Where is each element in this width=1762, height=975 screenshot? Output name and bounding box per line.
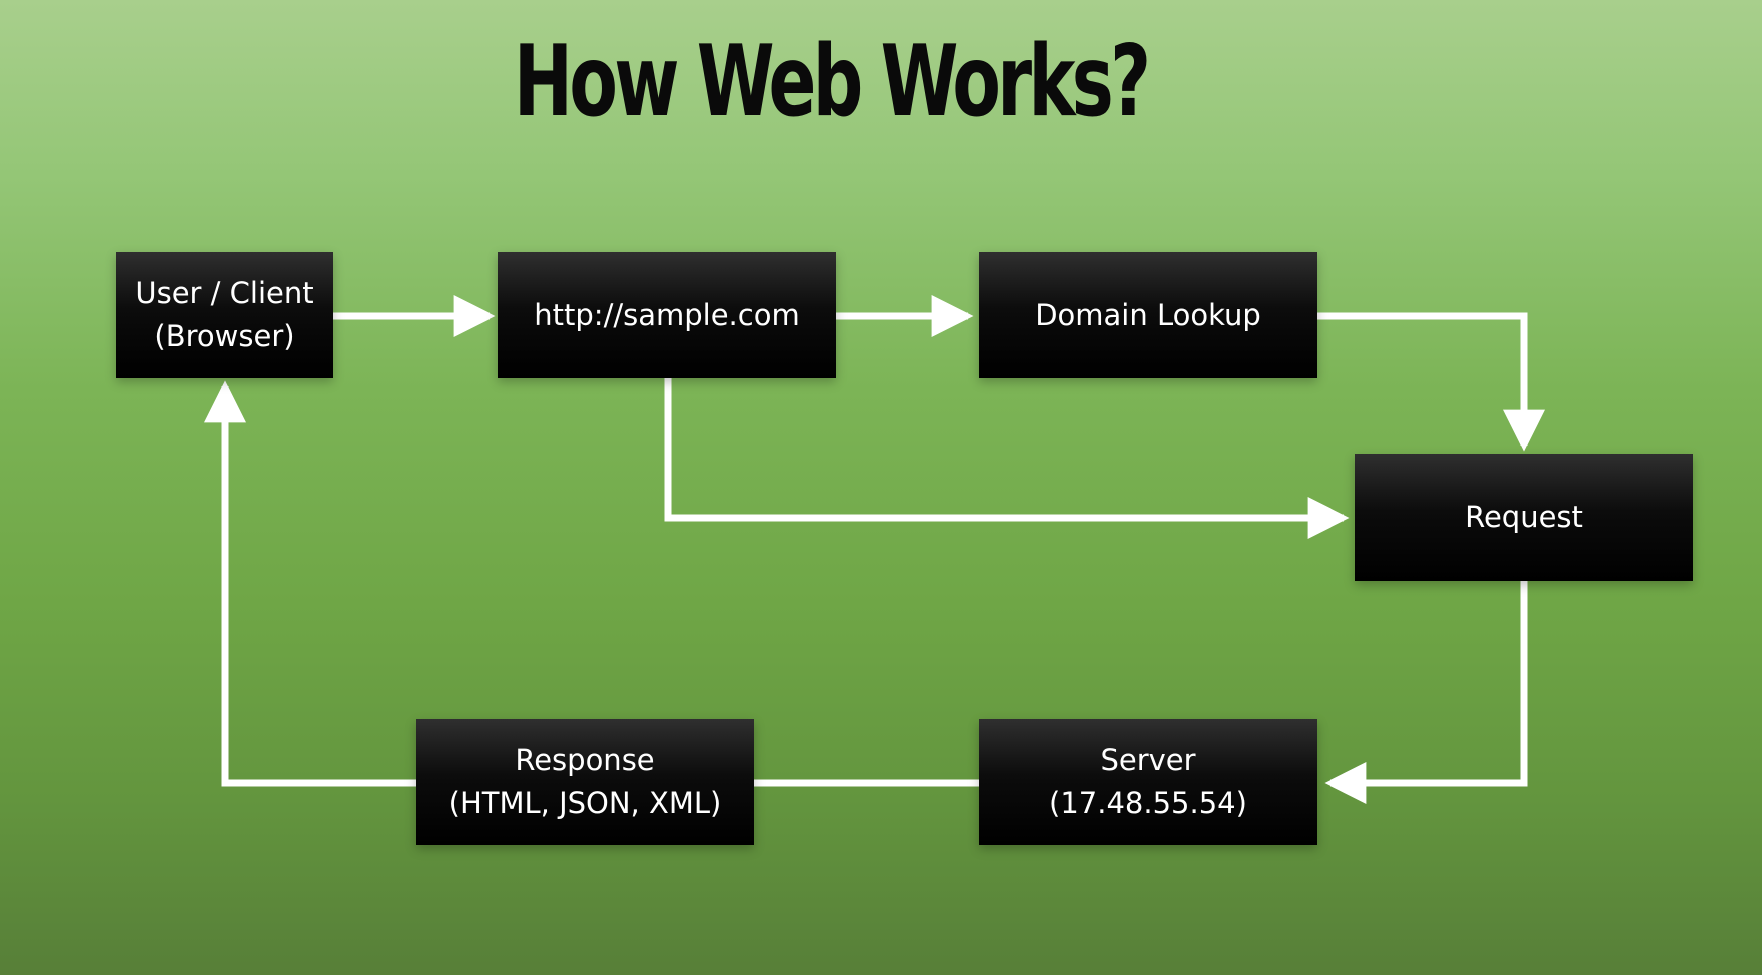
node-server-label: Server xyxy=(1100,743,1196,777)
node-server: Server (17.48.55.54) xyxy=(979,719,1317,845)
node-request-label: Request xyxy=(1465,500,1583,534)
node-user-client: User / Client (Browser) xyxy=(116,252,333,378)
node-url-label: http://sample.com xyxy=(534,297,800,332)
node-server-sublabel: (17.48.55.54) xyxy=(1049,786,1247,820)
arrow-url-to-request xyxy=(664,378,1350,539)
node-domain-lookup-label: Domain Lookup xyxy=(1035,297,1261,332)
arrow-dns-to-request xyxy=(1317,312,1545,452)
node-url: http://sample.com xyxy=(498,252,836,378)
node-response-sublabel: (HTML, JSON, XML) xyxy=(448,786,722,820)
node-user-client-label: User / Client xyxy=(135,276,314,310)
arrow-response-to-client xyxy=(204,380,416,787)
node-request: Request xyxy=(1355,454,1693,581)
arrow-request-to-server xyxy=(1324,581,1528,804)
node-user-client-sublabel: (Browser) xyxy=(154,319,295,353)
node-response-label: Response xyxy=(515,743,655,777)
node-domain-lookup: Domain Lookup xyxy=(979,252,1317,378)
diagram-title: How Web Works? xyxy=(513,25,1151,139)
node-response: Response (HTML, JSON, XML) xyxy=(416,719,754,845)
